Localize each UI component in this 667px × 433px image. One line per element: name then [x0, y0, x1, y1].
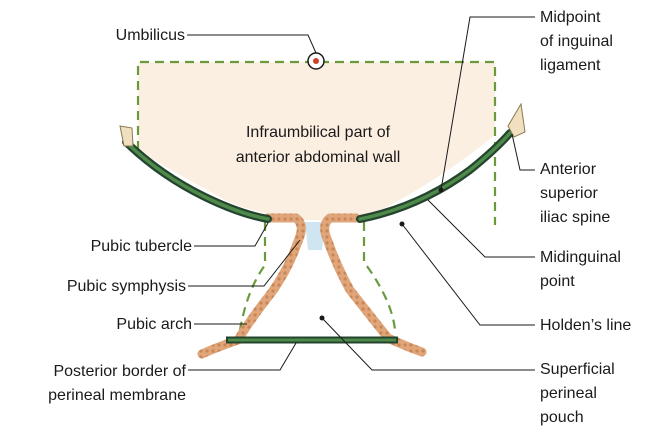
umbilicus-label: Umbilicus [116, 27, 185, 44]
midpoint-inguinal-label-3: ligament [540, 57, 601, 74]
region-label-line2: anterior abdominal wall [236, 149, 401, 166]
superficial-pouch-label-2: perineal [540, 385, 597, 402]
asis-label-3: iliac spine [540, 209, 610, 226]
superficial-pouch-leader [322, 318, 535, 370]
pubic-tubercle-leader [194, 223, 268, 246]
midpoint-inguinal-label-2: of inguinal [540, 33, 613, 50]
pubic-tubercle-label: Pubic tubercle [91, 238, 192, 255]
midinguinal-leader [428, 200, 535, 257]
asis-label-2: superior [540, 185, 598, 202]
right-pubic-bone [325, 218, 422, 352]
holdens-label: Holden’s line [540, 317, 631, 334]
umbilicus-leader [187, 35, 316, 53]
umbilicus-dot [313, 58, 319, 64]
holdens-leader [402, 224, 535, 325]
pubic-arch-label: Pubic arch [116, 316, 192, 333]
superficial-pouch-label-1: Superficial [540, 361, 615, 378]
left-iliac-spine-tip [120, 126, 133, 146]
holdens-dot [400, 222, 405, 227]
midpoint-inguinal-dot [439, 188, 444, 193]
midinguinal-label-2: point [540, 273, 575, 290]
asis-label-1: Anterior [540, 161, 597, 178]
midpoint-inguinal-label-1: Midpoint [540, 9, 601, 26]
region-label-line1: Infraumbilical part of [246, 124, 391, 141]
infraumbilical-region [138, 62, 495, 220]
posterior-border-label-2: perineal membrane [48, 387, 186, 404]
superficial-pouch-dot [320, 316, 325, 321]
midinguinal-label-1: Midinguinal [540, 249, 621, 266]
pubic-symphysis-label: Pubic symphysis [67, 278, 186, 295]
posterior-border-label-1: Posterior border of [53, 363, 186, 380]
superficial-pouch-label-3: pouch [540, 409, 584, 426]
asis-leader [512, 134, 535, 170]
